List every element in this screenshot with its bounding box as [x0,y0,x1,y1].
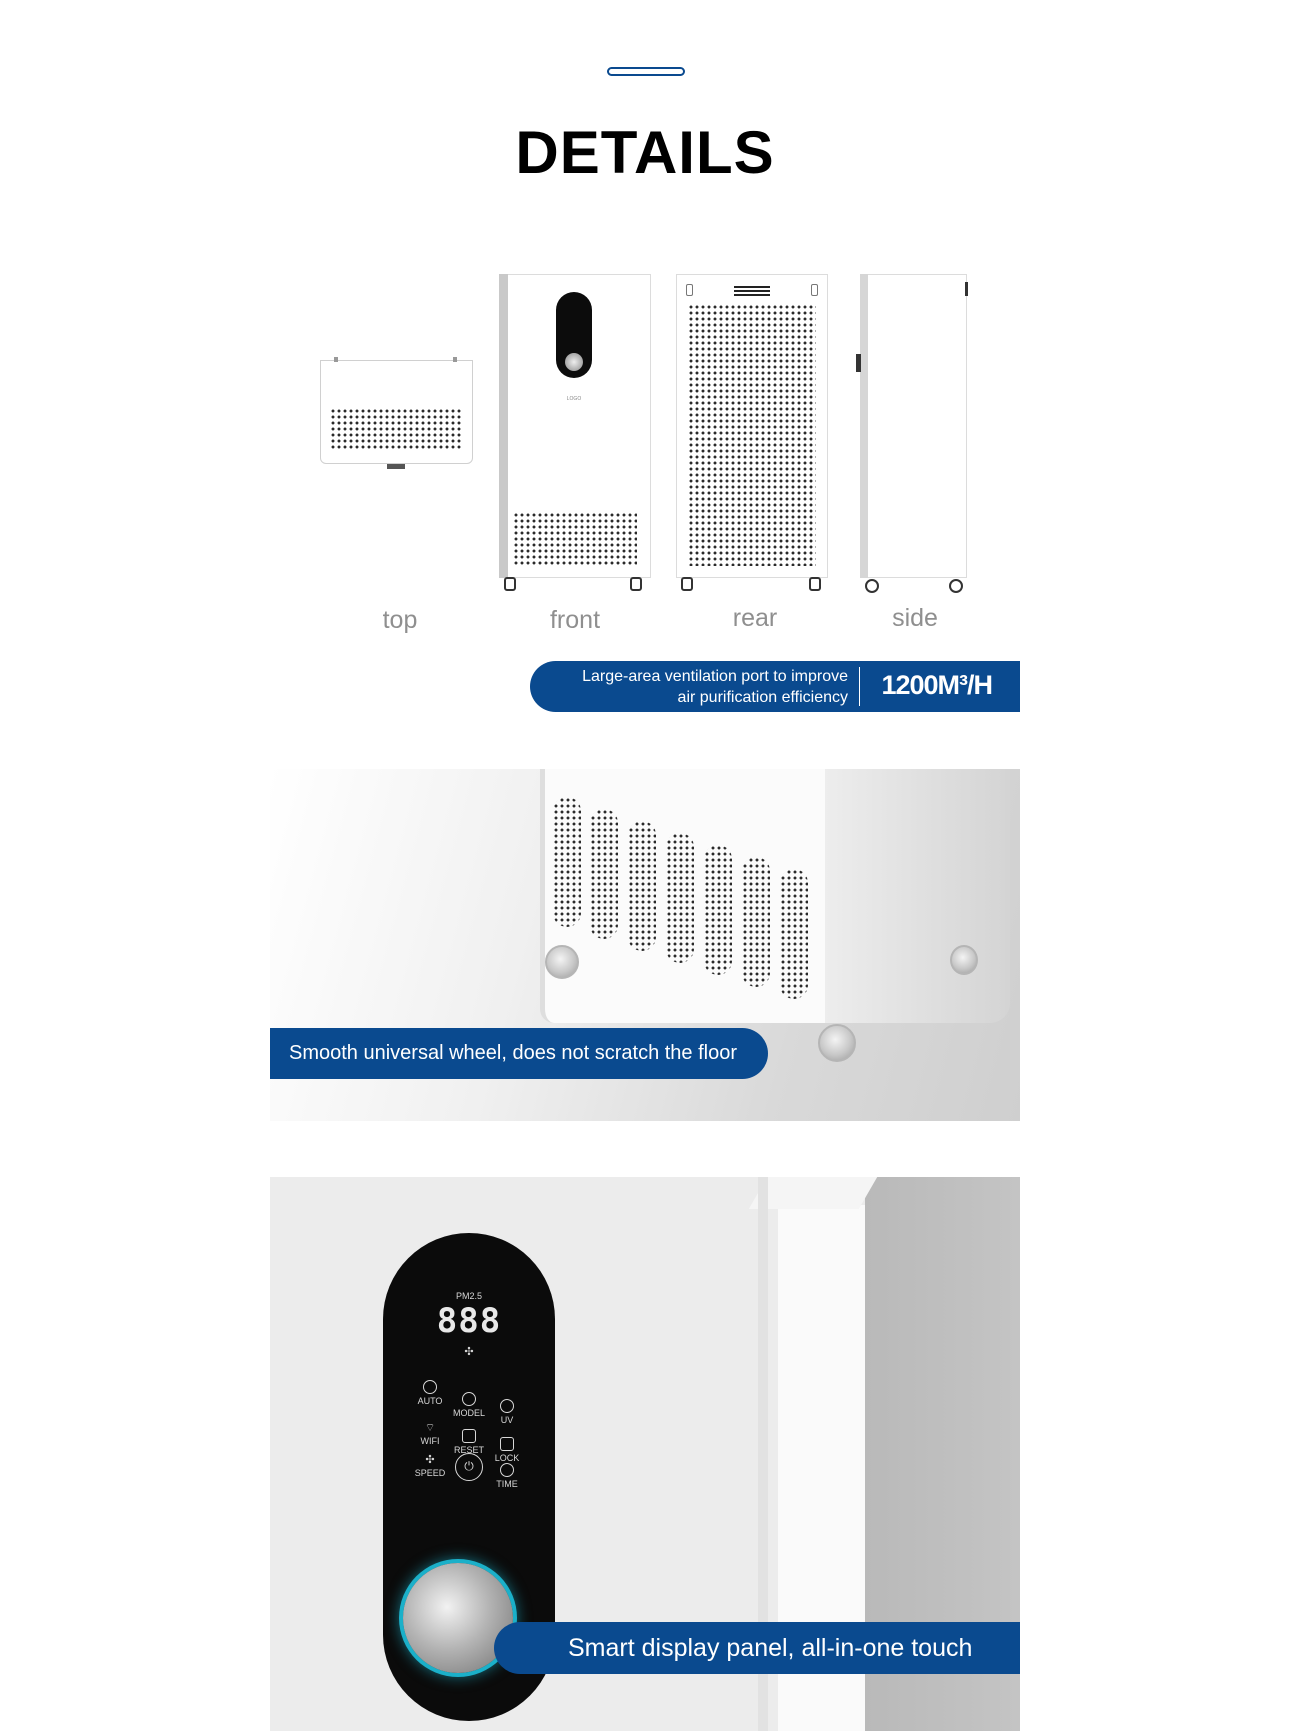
uv-icon[interactable] [500,1399,514,1413]
time-icon[interactable] [500,1463,514,1477]
wifi-icon[interactable]: ⌔ [424,1422,436,1434]
view-label-rear: rear [732,604,778,632]
reset-button-label[interactable]: RESET [453,1445,484,1455]
view-label-side: side [892,604,938,632]
banner-divider [859,667,860,706]
power-button[interactable] [455,1453,483,1481]
panel-caption: Smart display panel, all-in-one touch [494,1622,1020,1674]
fan-icon: ✣ [464,1346,474,1358]
front-view-image: LOGO [499,274,651,596]
model-button-label[interactable]: MODEL [452,1408,485,1418]
reset-icon[interactable] [462,1429,476,1443]
speed-icon[interactable]: ✣ [425,1454,435,1466]
wheel-closeup-photo: Smooth universal wheel, does not scratch… [270,769,1020,1121]
display-panel-photo: PM2.5 888 ✣ AUTO MODEL UV ⌔ WIFI RESET L… [270,1177,1020,1731]
power-icon: ⏻ [464,1459,474,1473]
page-title: DETAILS [515,119,775,186]
front-right-wheel [818,1024,856,1062]
ventilation-line-1: Large-area ventilation port to improve [582,668,848,685]
view-label-top: top [382,606,418,634]
lock-button-label[interactable]: LOCK [494,1453,520,1463]
rear-right-wheel [950,945,978,975]
accent-bar [607,67,685,76]
pm25-label: PM2.5 [455,1291,482,1301]
top-view-image [320,357,473,469]
speed-button-label[interactable]: SPEED [414,1468,446,1478]
pm25-digits: 888 [436,1301,502,1341]
airflow-spec: 1200M³/H [881,670,993,700]
view-label-front: front [549,606,601,634]
uv-button-label[interactable]: UV [500,1415,514,1425]
rear-view-image [676,274,828,596]
side-view-image [856,274,970,596]
lock-icon[interactable] [500,1437,514,1451]
wifi-button-label[interactable]: WIFI [420,1436,440,1446]
front-logo: LOGO [566,396,582,402]
auto-button-label[interactable]: AUTO [417,1396,443,1406]
ventilation-banner: Large-area ventilation port to improve a… [530,661,1020,712]
auto-icon[interactable] [423,1380,437,1394]
time-button-label[interactable]: TIME [496,1479,518,1489]
wheel-caption: Smooth universal wheel, does not scratch… [270,1028,768,1079]
ventilation-line-2: air purification efficiency [677,689,848,706]
front-left-wheel [545,945,579,979]
ventilation-description: Large-area ventilation port to improve a… [582,666,848,708]
model-icon[interactable] [462,1392,476,1406]
